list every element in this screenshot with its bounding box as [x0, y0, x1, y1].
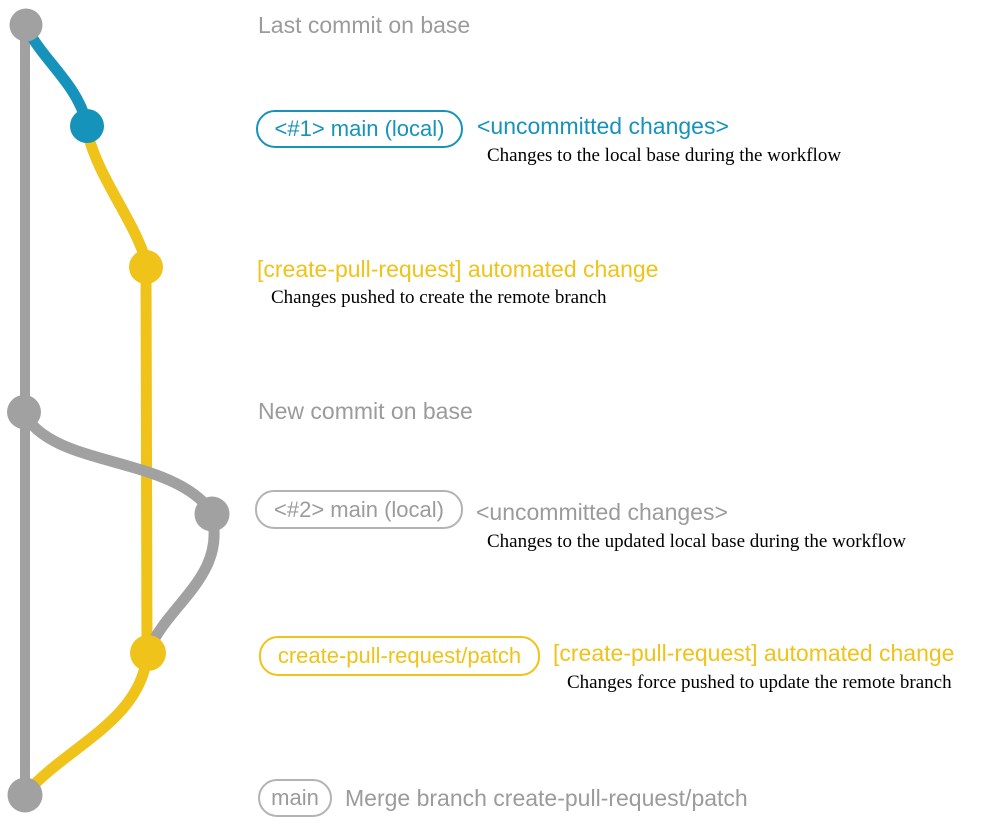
commit-dot-local-main-1 [70, 109, 104, 143]
note-pushed-create-remote: Changes pushed to create the remote bran… [271, 287, 607, 308]
local-main-branch-curve [21, 23, 92, 127]
commit-dot-merge [7, 777, 43, 813]
branch-pill-main-local-1: <#1> main (local) [256, 110, 463, 148]
commit-dot-local-main-2 [194, 496, 230, 532]
note-force-pushed-update-remote: Changes force pushed to update the remot… [567, 672, 952, 693]
merge-commit-message: Merge branch create-pull-request/patch [345, 785, 748, 811]
commit-dot-base-new [7, 395, 41, 429]
note-local-base-changes: Changes to the local base during the wor… [487, 145, 842, 166]
commit-dot-automated-change-1 [129, 250, 163, 284]
automated-change-label-1: [create-pull-request] automated change [257, 256, 659, 282]
commit-dot-base-tip [9, 8, 43, 42]
local-main-2-merge-curve [144, 511, 220, 654]
automated-change-label-2: [create-pull-request] automated change [553, 640, 955, 666]
note-updated-local-base-changes: Changes to the updated local base during… [487, 531, 906, 552]
new-commit-title: New commit on base [258, 398, 473, 424]
patch-branch-merge-curve [22, 650, 153, 797]
last-commit-title: Last commit on base [258, 12, 471, 38]
patch-branch-vertical [140, 261, 153, 659]
uncommitted-changes-tag-1: <uncommitted changes> [477, 113, 729, 139]
branch-pill-patch: create-pull-request/patch [259, 636, 540, 676]
branch-pill-main-local-2: <#2> main (local) [255, 490, 463, 529]
commit-dot-automated-change-2 [130, 635, 166, 671]
uncommitted-changes-tag-2: <uncommitted changes> [476, 499, 728, 525]
branch-pill-main: main [258, 779, 332, 817]
local-main-2-branch-curve [18, 407, 217, 517]
patch-branch-curve-top [81, 125, 152, 267]
